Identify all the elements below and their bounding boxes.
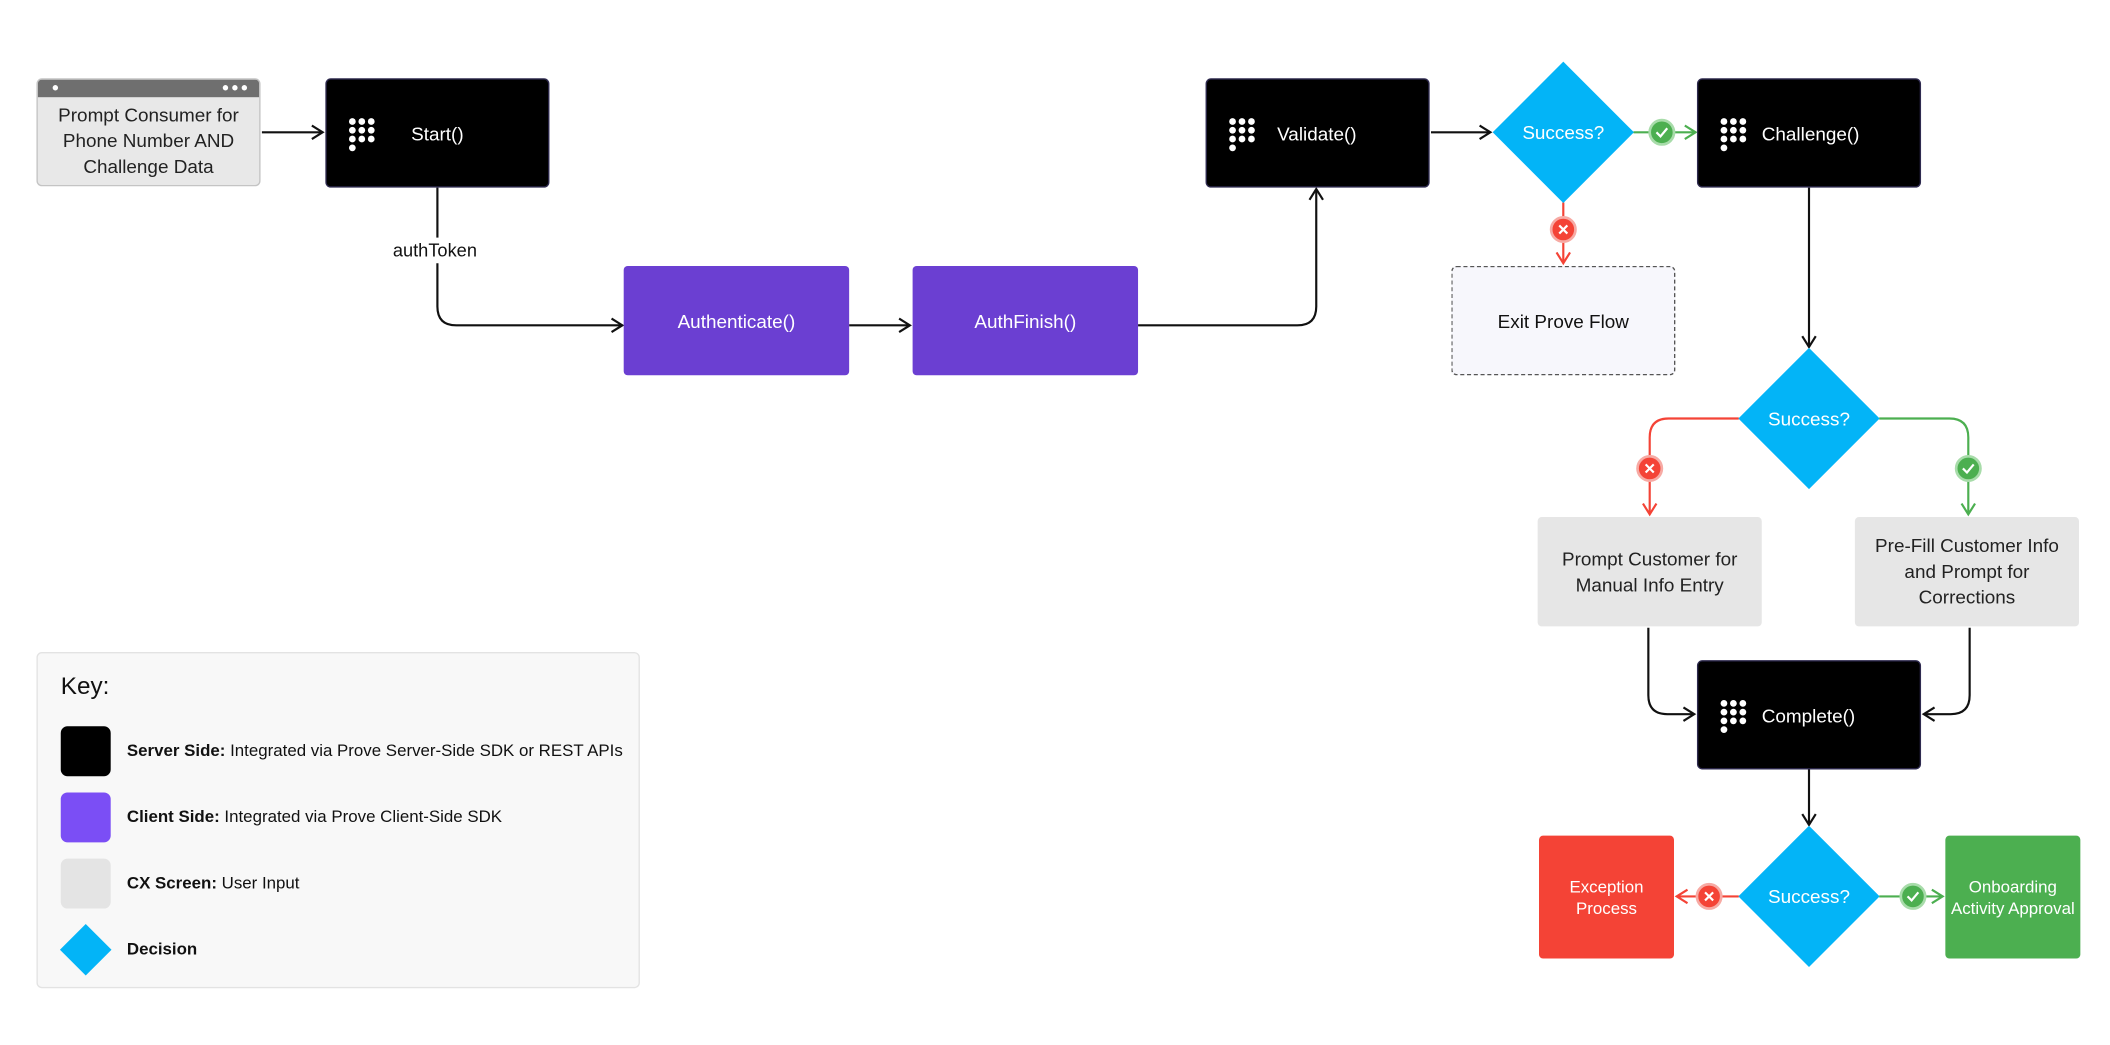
authfinish-node: AuthFinish() — [912, 265, 1139, 376]
challenge-label: Challenge() — [1761, 122, 1860, 144]
legend-text: Client Side: Integrated via Prove Client… — [126, 807, 503, 827]
window-dot-icon — [222, 85, 229, 91]
prefill-screen: Pre-Fill Customer Info and Prompt for Co… — [1854, 517, 2079, 627]
legend-swatch — [60, 726, 111, 777]
edge-manual-to-complete — [1647, 627, 1697, 722]
legend-item-cx: CX Screen: User Input — [60, 858, 628, 910]
start-label: Start() — [411, 122, 464, 144]
x-icon — [1695, 882, 1723, 910]
exception-process-label: Exception Process — [1569, 876, 1644, 918]
edge-decision2-success — [1879, 417, 1976, 517]
exception-process-node: Exception Process — [1539, 835, 1674, 959]
dot-grid-icon — [348, 118, 375, 152]
window-dot-icon — [241, 85, 248, 91]
auth-token-label: authToken — [387, 237, 483, 264]
decision-after-challenge: Success? — [1738, 347, 1880, 490]
decision-label: Success? — [1768, 885, 1850, 908]
validate-label: Validate() — [1277, 122, 1357, 144]
legend-swatch — [60, 858, 111, 909]
decision-label: Success? — [1768, 407, 1850, 430]
manual-entry-screen: Prompt Customer for Manual Info Entry — [1537, 517, 1762, 627]
complete-node: Complete() — [1696, 660, 1922, 770]
check-icon — [1954, 454, 1982, 482]
check-icon — [1899, 882, 1927, 910]
dot-grid-icon — [1720, 118, 1747, 152]
legend-text: CX Screen: User Input — [126, 873, 300, 893]
x-icon — [1549, 216, 1577, 244]
window-dot-icon — [52, 85, 59, 91]
dot-grid-icon — [1229, 118, 1255, 152]
edge-authfinish-to-validate — [1138, 186, 1324, 327]
authenticate-node: Authenticate() — [623, 265, 850, 376]
legend-key: Key: Server Side: Integrated via Prove S… — [36, 652, 640, 989]
decision-after-complete: Success? — [1738, 825, 1880, 968]
legend-title: Key: — [60, 672, 110, 700]
decision-label: Success? — [1522, 121, 1605, 144]
edge-start-to-authenticate — [436, 187, 625, 334]
start-node: Start() — [325, 78, 550, 188]
prefill-label: Pre-Fill Customer Info and Prompt for Co… — [1875, 534, 2059, 608]
manual-entry-label: Prompt Customer for Manual Info Entry — [1561, 547, 1738, 595]
legend-swatch — [60, 792, 111, 843]
legend-item-decision: Decision — [59, 923, 628, 976]
edge-decision2-fail — [1642, 417, 1739, 517]
legend-text: Server Side: Integrated via Prove Server… — [126, 741, 623, 761]
onboarding-approval-node: Onboarding Activity Approval — [1945, 835, 2081, 959]
dot-grid-icon — [1720, 699, 1747, 734]
window-titlebar — [37, 79, 260, 98]
edge-prefill-to-complete — [1921, 627, 1971, 722]
decision-after-validate: Success? — [1492, 61, 1634, 203]
authfinish-label: AuthFinish() — [974, 309, 1077, 332]
legend-item-client: Client Side: Integrated via Prove Client… — [60, 792, 628, 843]
complete-label: Complete() — [1761, 704, 1856, 726]
exit-prove-flow-node: Exit Prove Flow — [1451, 265, 1676, 376]
prompt-consumer-screen: Prompt Consumer for Phone Number AND Cha… — [36, 78, 261, 187]
onboarding-approval-label: Onboarding Activity Approval — [1950, 876, 2075, 918]
validate-node: Validate() — [1205, 78, 1430, 188]
legend-text: Decision — [126, 939, 198, 959]
exit-prove-flow-label: Exit Prove Flow — [1497, 309, 1629, 332]
x-icon — [1636, 454, 1664, 482]
legend-item-server: Server Side: Integrated via Prove Server… — [60, 726, 628, 777]
window-dot-icon — [232, 85, 238, 91]
challenge-node: Challenge() — [1696, 78, 1922, 188]
prompt-consumer-label: Prompt Consumer for Phone Number AND Cha… — [58, 103, 239, 177]
check-icon — [1648, 118, 1676, 146]
authenticate-label: Authenticate() — [677, 309, 796, 332]
flow-canvas: Prompt Consumer for Phone Number AND Cha… — [36, 61, 2081, 989]
legend-diamond — [59, 923, 112, 976]
